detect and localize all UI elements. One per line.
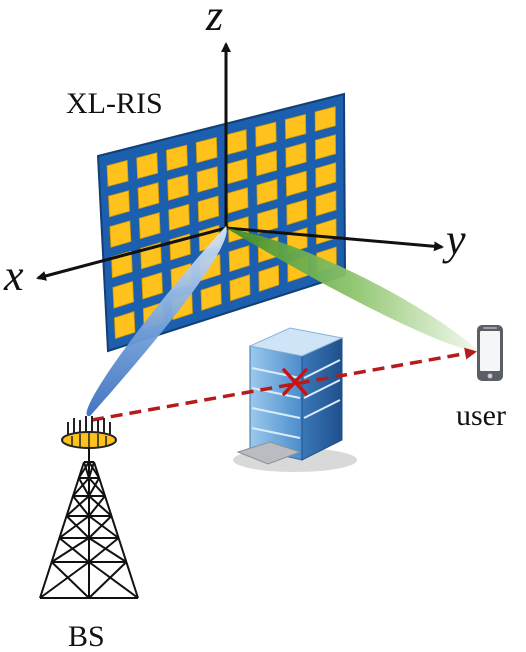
ris-element [314,134,337,160]
ris-element [197,195,220,223]
ris-element [195,136,218,164]
ris-element [315,162,337,189]
ris-element [136,152,159,180]
ris-element [141,271,163,300]
ris-element [137,182,160,210]
y-axis-label: y [442,215,466,264]
ris-element [167,174,189,201]
ris-element [255,121,277,148]
xl-ris-panel [96,92,347,353]
ris-element [256,178,278,206]
smartphone-icon [477,325,503,381]
ris-element [227,187,249,214]
ris-element [257,207,279,235]
z-axis-label: z [205,0,223,40]
ris-element [138,212,161,240]
ris-element [285,142,307,169]
ris-element [200,283,222,311]
bs-ris-beam [86,226,227,417]
user-label: user [456,399,506,432]
ris-element [108,190,130,218]
bs-label: BS [68,620,105,652]
ris-user-beam [226,228,478,351]
ris-element [228,245,250,273]
ris-frame [96,92,347,353]
ris-element [284,113,307,140]
antenna-array-icon [61,416,117,449]
ris-element [286,198,308,226]
x-axis-line [36,226,227,281]
y-axis-line [225,226,444,252]
building-icon [233,327,357,472]
ris-element [196,166,219,193]
ris-element [165,144,188,172]
ris-element [285,170,307,197]
ris-element [315,190,337,217]
coordinate-axes [36,42,444,281]
ris-element [229,274,251,302]
ris-element [255,150,278,177]
x-axis-label: x [3,251,24,300]
tower-icon [39,448,139,599]
ris-element [109,220,132,248]
ris-element [106,159,129,187]
ris-element [258,264,280,292]
cross-mark-icon [282,368,308,396]
blocked-direct-link [91,347,477,422]
ris-element [112,280,135,309]
ris-element [113,311,136,340]
ris-label: XL-RIS [66,87,163,120]
ris-element [168,203,190,231]
ris-element [314,106,336,132]
